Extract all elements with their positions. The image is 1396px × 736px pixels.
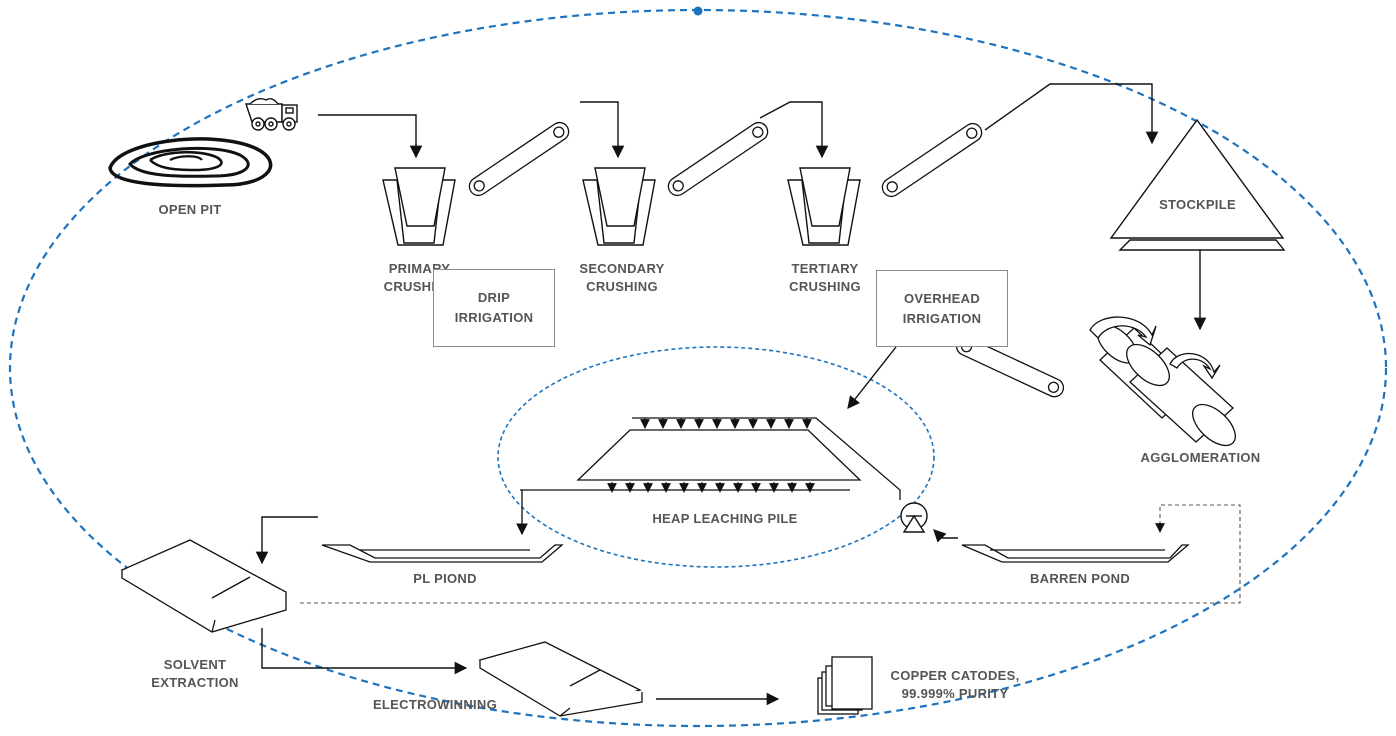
agglomeration-drum-icon xyxy=(1089,316,1236,447)
solvent-flow-arrows xyxy=(255,516,468,675)
pond-icon xyxy=(321,544,1190,563)
agglomeration-label: AGGLOMERATION xyxy=(1140,450,1261,465)
solvent-extraction-line-2: EXTRACTION xyxy=(151,675,239,690)
solvent-extraction-label: SOLVENT EXTRACTION xyxy=(145,656,245,692)
electrowinning-tank-icon xyxy=(478,641,643,717)
pl-pond-label: PL PIOND xyxy=(413,571,477,586)
conveyor-belt-icon xyxy=(468,121,1065,398)
copper-cathode-sheets-icon xyxy=(817,656,873,715)
heap-leaching-boundary xyxy=(497,346,935,568)
overhead-irrigation-line-1: OVERHEAD xyxy=(903,290,981,306)
solvent-extraction-line-1: SOLVENT xyxy=(163,657,227,672)
heap-pile-icon xyxy=(516,417,901,536)
stockpile-label: STOCKPILE xyxy=(1159,197,1236,212)
copper-cathodes-line-2: 99.999% PURITY xyxy=(901,686,1009,701)
secondary-crushing-line-2: CRUSHING xyxy=(586,279,658,294)
tertiary-crushing-line-1: TERTIARY xyxy=(791,261,859,276)
overhead-irrigation-line-2: IRRIGATION xyxy=(902,310,982,326)
copper-cathodes-line-1: COPPER CATODES, xyxy=(890,668,1020,683)
drip-irrigation-line-1: DRIP xyxy=(477,290,511,305)
drip-irrigation-line-2: IRRIGATION xyxy=(454,310,534,325)
heap-leaching-pile-label: HEAP LEACHING PILE xyxy=(652,511,798,526)
tertiary-crushing-line-2: CRUSHING xyxy=(789,279,861,294)
tertiary-crushing-label: TERTIARY CRUSHING xyxy=(775,260,875,296)
stockpile-icon xyxy=(1109,118,1286,251)
irrigation-drip-arrows xyxy=(607,418,815,493)
haul-truck-icon xyxy=(245,97,298,131)
open-pit-icon xyxy=(108,137,273,188)
solvent-extraction-tank-icon xyxy=(120,539,287,633)
copper-cathodes-label: COPPER CATODES, 99.999% PURITY xyxy=(880,667,1030,703)
crusher-icon xyxy=(382,167,861,246)
drip-irrigation-box: DRIP IRRIGATION xyxy=(433,269,555,347)
open-pit-label: OPEN PIT xyxy=(158,202,222,217)
barren-pond-label: BARREN POND xyxy=(1029,571,1131,586)
pump-icon xyxy=(900,502,958,543)
secondary-crushing-label: SECONDARY CRUSHING xyxy=(567,260,677,296)
overhead-irrigation-box: OVERHEAD IRRIGATION xyxy=(876,270,1008,347)
boundary-top-dot xyxy=(693,6,703,16)
return-dashed-lines xyxy=(300,504,1241,604)
secondary-crushing-line-1: SECONDARY xyxy=(579,261,665,276)
main-flow-arrows xyxy=(318,83,1207,409)
electrowinning-label: ELECTROWINNING xyxy=(372,697,498,712)
